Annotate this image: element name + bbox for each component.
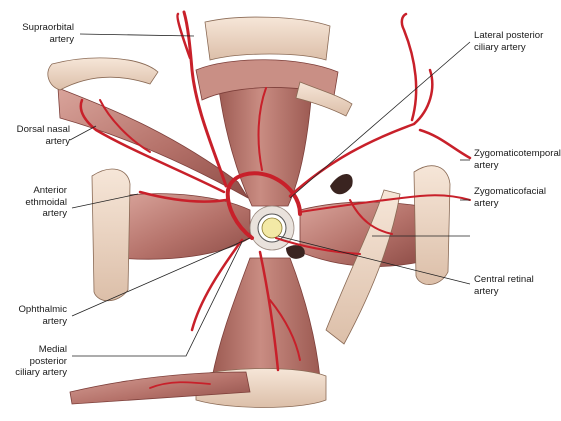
inferior-oblique-branch — [149, 381, 211, 389]
medial-rectus-cut-end — [91, 168, 131, 302]
leader-lines — [69, 33, 471, 357]
zygomaticotemporal-artery — [418, 128, 472, 160]
superior-oblique-muscle — [57, 87, 249, 199]
optic-nerve — [261, 217, 283, 239]
anterior-ethmoidal-artery — [138, 190, 228, 203]
leader-dorsal-nasal — [69, 125, 97, 141]
muscular-branch-lateral — [349, 199, 393, 235]
supraorbital-upper-branch — [176, 12, 192, 60]
inferior-oblique-muscle — [69, 371, 251, 405]
label-medial-posterior-ciliary-artery: Medial posterior ciliary artery — [15, 344, 67, 378]
leader-medial-posterior-ciliary — [72, 241, 243, 357]
muscular-branch-inferior — [258, 250, 280, 372]
label-dorsal-nasal-artery: Dorsal nasal artery — [16, 124, 70, 147]
trochlea-tendon — [47, 57, 159, 91]
muscular-branch-inferior-2 — [269, 299, 301, 361]
leader-anterior-ethmoidal — [71, 193, 139, 209]
leader-lateral-posterior-ciliary — [289, 41, 471, 199]
central-retinal-artery — [275, 237, 361, 255]
levator-muscle-cut — [195, 59, 339, 101]
zygomaticofacial-artery — [299, 194, 471, 213]
vein-patch-upper — [330, 174, 353, 195]
leader-supraorbital — [79, 33, 195, 37]
inferior-oblique-right-band — [325, 189, 401, 345]
lateral-upper-branch — [400, 12, 418, 122]
superior-rectus-tendon-cap — [204, 16, 331, 61]
dorsal-nasal-branch-2 — [99, 99, 151, 153]
supraorbital-artery — [182, 10, 228, 188]
label-zygomaticotemporal-artery: Zygomaticotemporal artery — [474, 148, 561, 171]
artery-network — [79, 10, 472, 389]
label-central-retinal-artery: Central retinal artery — [474, 274, 534, 297]
label-ophthalmic-artery: Ophthalmic artery — [18, 304, 67, 327]
vein-patch-lower — [286, 245, 305, 259]
levator-tendon-right — [295, 81, 353, 117]
lateral-rectus-cut-end — [413, 165, 451, 285]
dorsal-nasal-artery — [79, 98, 226, 194]
label-zygomaticofacial-artery: Zygomaticofacial artery — [474, 186, 546, 209]
label-lateral-posterior-ciliary-artery: Lateral posterior ciliary artery — [474, 30, 544, 53]
label-anterior-ethmoidal-artery: Anterior ethmoidal artery — [25, 185, 67, 219]
leader-central-retinal — [277, 235, 471, 285]
medial-posterior-ciliary-artery — [190, 238, 244, 332]
muscular-branch-superior — [257, 87, 267, 171]
label-supraorbital-artery: Supraorbital artery — [22, 22, 74, 45]
leader-ophthalmic — [71, 237, 251, 317]
